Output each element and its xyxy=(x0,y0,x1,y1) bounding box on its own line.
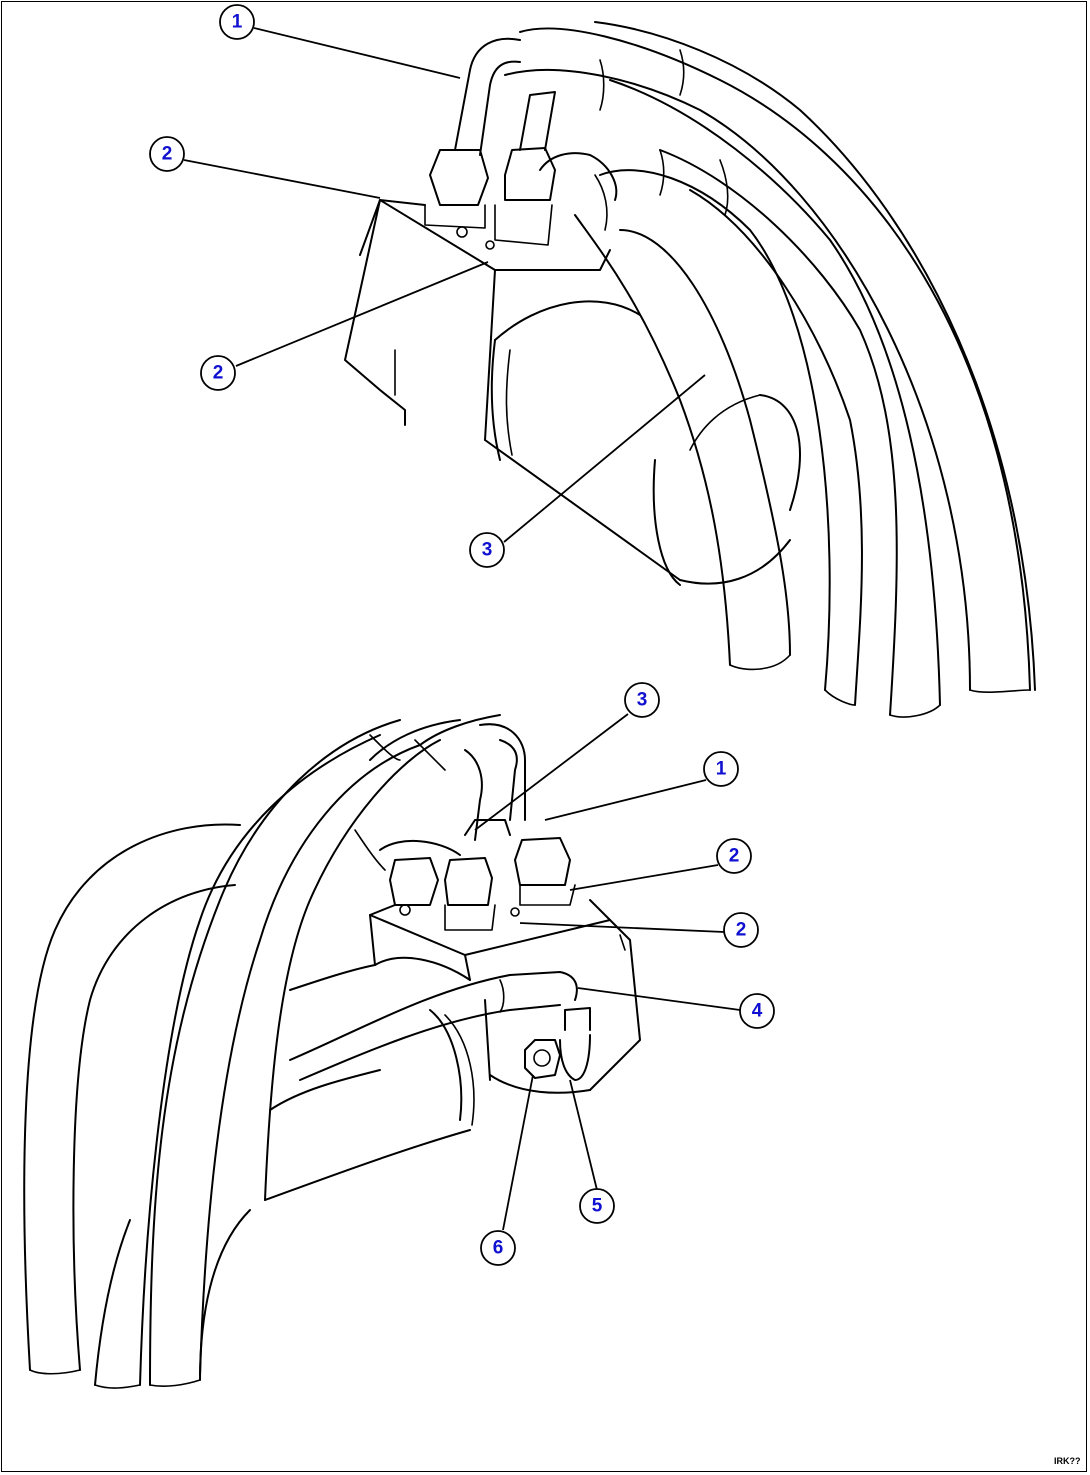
callout-6: 6 xyxy=(480,1230,516,1266)
callout-1-top: 1 xyxy=(219,4,255,40)
bottom-assembly xyxy=(23,713,741,1389)
callout-number: 2 xyxy=(213,363,224,384)
callout-3-bottom: 3 xyxy=(624,682,660,718)
reference-code: IRK?? xyxy=(1054,1456,1081,1466)
callout-2-bottom-lower: 2 xyxy=(723,912,759,948)
top-tube xyxy=(454,37,521,151)
callout-3-top: 3 xyxy=(469,532,505,568)
top-motor xyxy=(484,300,801,586)
callout-2-top-lower: 2 xyxy=(200,355,236,391)
callout-number: 4 xyxy=(752,1001,763,1022)
top-assembly xyxy=(183,21,1036,718)
callout-number: 2 xyxy=(736,920,747,941)
callout-1-bottom: 1 xyxy=(703,751,739,787)
callout-number: 5 xyxy=(592,1196,603,1217)
callout-number: 3 xyxy=(637,690,648,711)
callout-5: 5 xyxy=(579,1188,615,1224)
bottom-valve-block xyxy=(369,899,641,1091)
bottom-hoses xyxy=(23,714,526,1389)
callout-4: 4 xyxy=(739,993,775,1029)
callout-number: 6 xyxy=(493,1238,504,1259)
top-valve-block xyxy=(344,199,611,441)
callout-number: 2 xyxy=(729,846,740,867)
callout-number: 3 xyxy=(482,540,493,561)
callout-2-top-upper: 2 xyxy=(149,136,185,172)
callout-number: 1 xyxy=(716,759,727,780)
callout-number: 2 xyxy=(162,144,173,165)
top-fittings xyxy=(424,147,618,246)
bottom-motor xyxy=(264,956,591,1201)
top-hoses xyxy=(504,21,1036,718)
callout-number: 1 xyxy=(232,12,243,33)
callout-2-bottom-upper: 2 xyxy=(716,838,752,874)
